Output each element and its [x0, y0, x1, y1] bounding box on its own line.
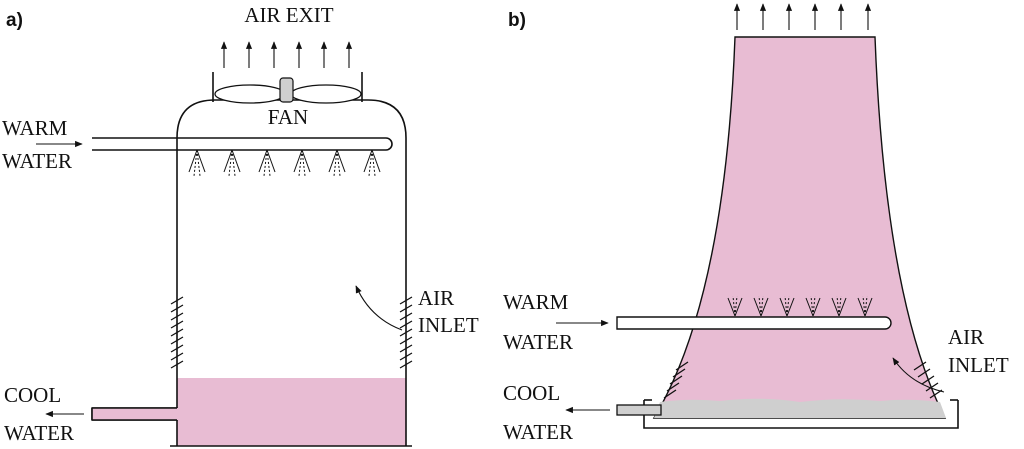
- spray-nozzle-icon: [188, 149, 206, 177]
- warm-water-label-2: WATER: [503, 330, 573, 354]
- cool-water-label-1: COOL: [503, 381, 560, 405]
- air-exit-label: AIR EXIT: [244, 3, 333, 27]
- spray-nozzle-icon: [223, 149, 241, 177]
- cool-water-label-1: COOL: [4, 383, 61, 407]
- cool-water-label-2: WATER: [503, 420, 573, 444]
- air-inlet-label-2: INLET: [948, 353, 1009, 377]
- air-exit-arrows: [733, 3, 872, 30]
- warm-water-label-1: WARM: [2, 116, 68, 140]
- warm-water-pipe: [92, 137, 393, 151]
- air-inlet-label-1: AIR: [418, 286, 454, 310]
- spray-nozzle-icon: [293, 149, 311, 177]
- warm-water-pipe: [616, 316, 892, 330]
- louver-icon: [170, 296, 184, 369]
- cool-water-basin: [177, 378, 406, 446]
- louver-icon: [399, 296, 413, 369]
- panel-b-tag: b): [508, 10, 526, 31]
- panel-a: a) AIR EXIT FAN WARM WATER: [2, 3, 479, 447]
- air-exit-arrows: [220, 41, 353, 68]
- spray-nozzle-icon: [727, 295, 873, 317]
- cool-water-basin: [654, 398, 946, 418]
- spray-nozzle-icon: [363, 149, 381, 177]
- cool-water-pipe: [616, 404, 662, 416]
- spray-nozzle-icon: [258, 149, 276, 177]
- air-inlet-label-2: INLET: [418, 313, 479, 337]
- warm-water-label-2: WATER: [2, 149, 72, 173]
- fan-icon: [214, 77, 362, 104]
- cool-water-label-2: WATER: [4, 421, 74, 445]
- louver-icon: [663, 361, 689, 399]
- air-inlet-arrow: [892, 357, 945, 393]
- fan-label: FAN: [268, 105, 308, 129]
- air-inlet-label-1: AIR: [948, 325, 984, 349]
- tower-b-shell: [652, 36, 947, 419]
- air-inlet-arrow: [355, 285, 403, 331]
- spray-nozzle-icon: [328, 149, 346, 177]
- panel-a-tag: a): [6, 10, 23, 31]
- warm-water-label-1: WARM: [503, 290, 569, 314]
- panel-b: b) WARM WATER: [503, 3, 1009, 444]
